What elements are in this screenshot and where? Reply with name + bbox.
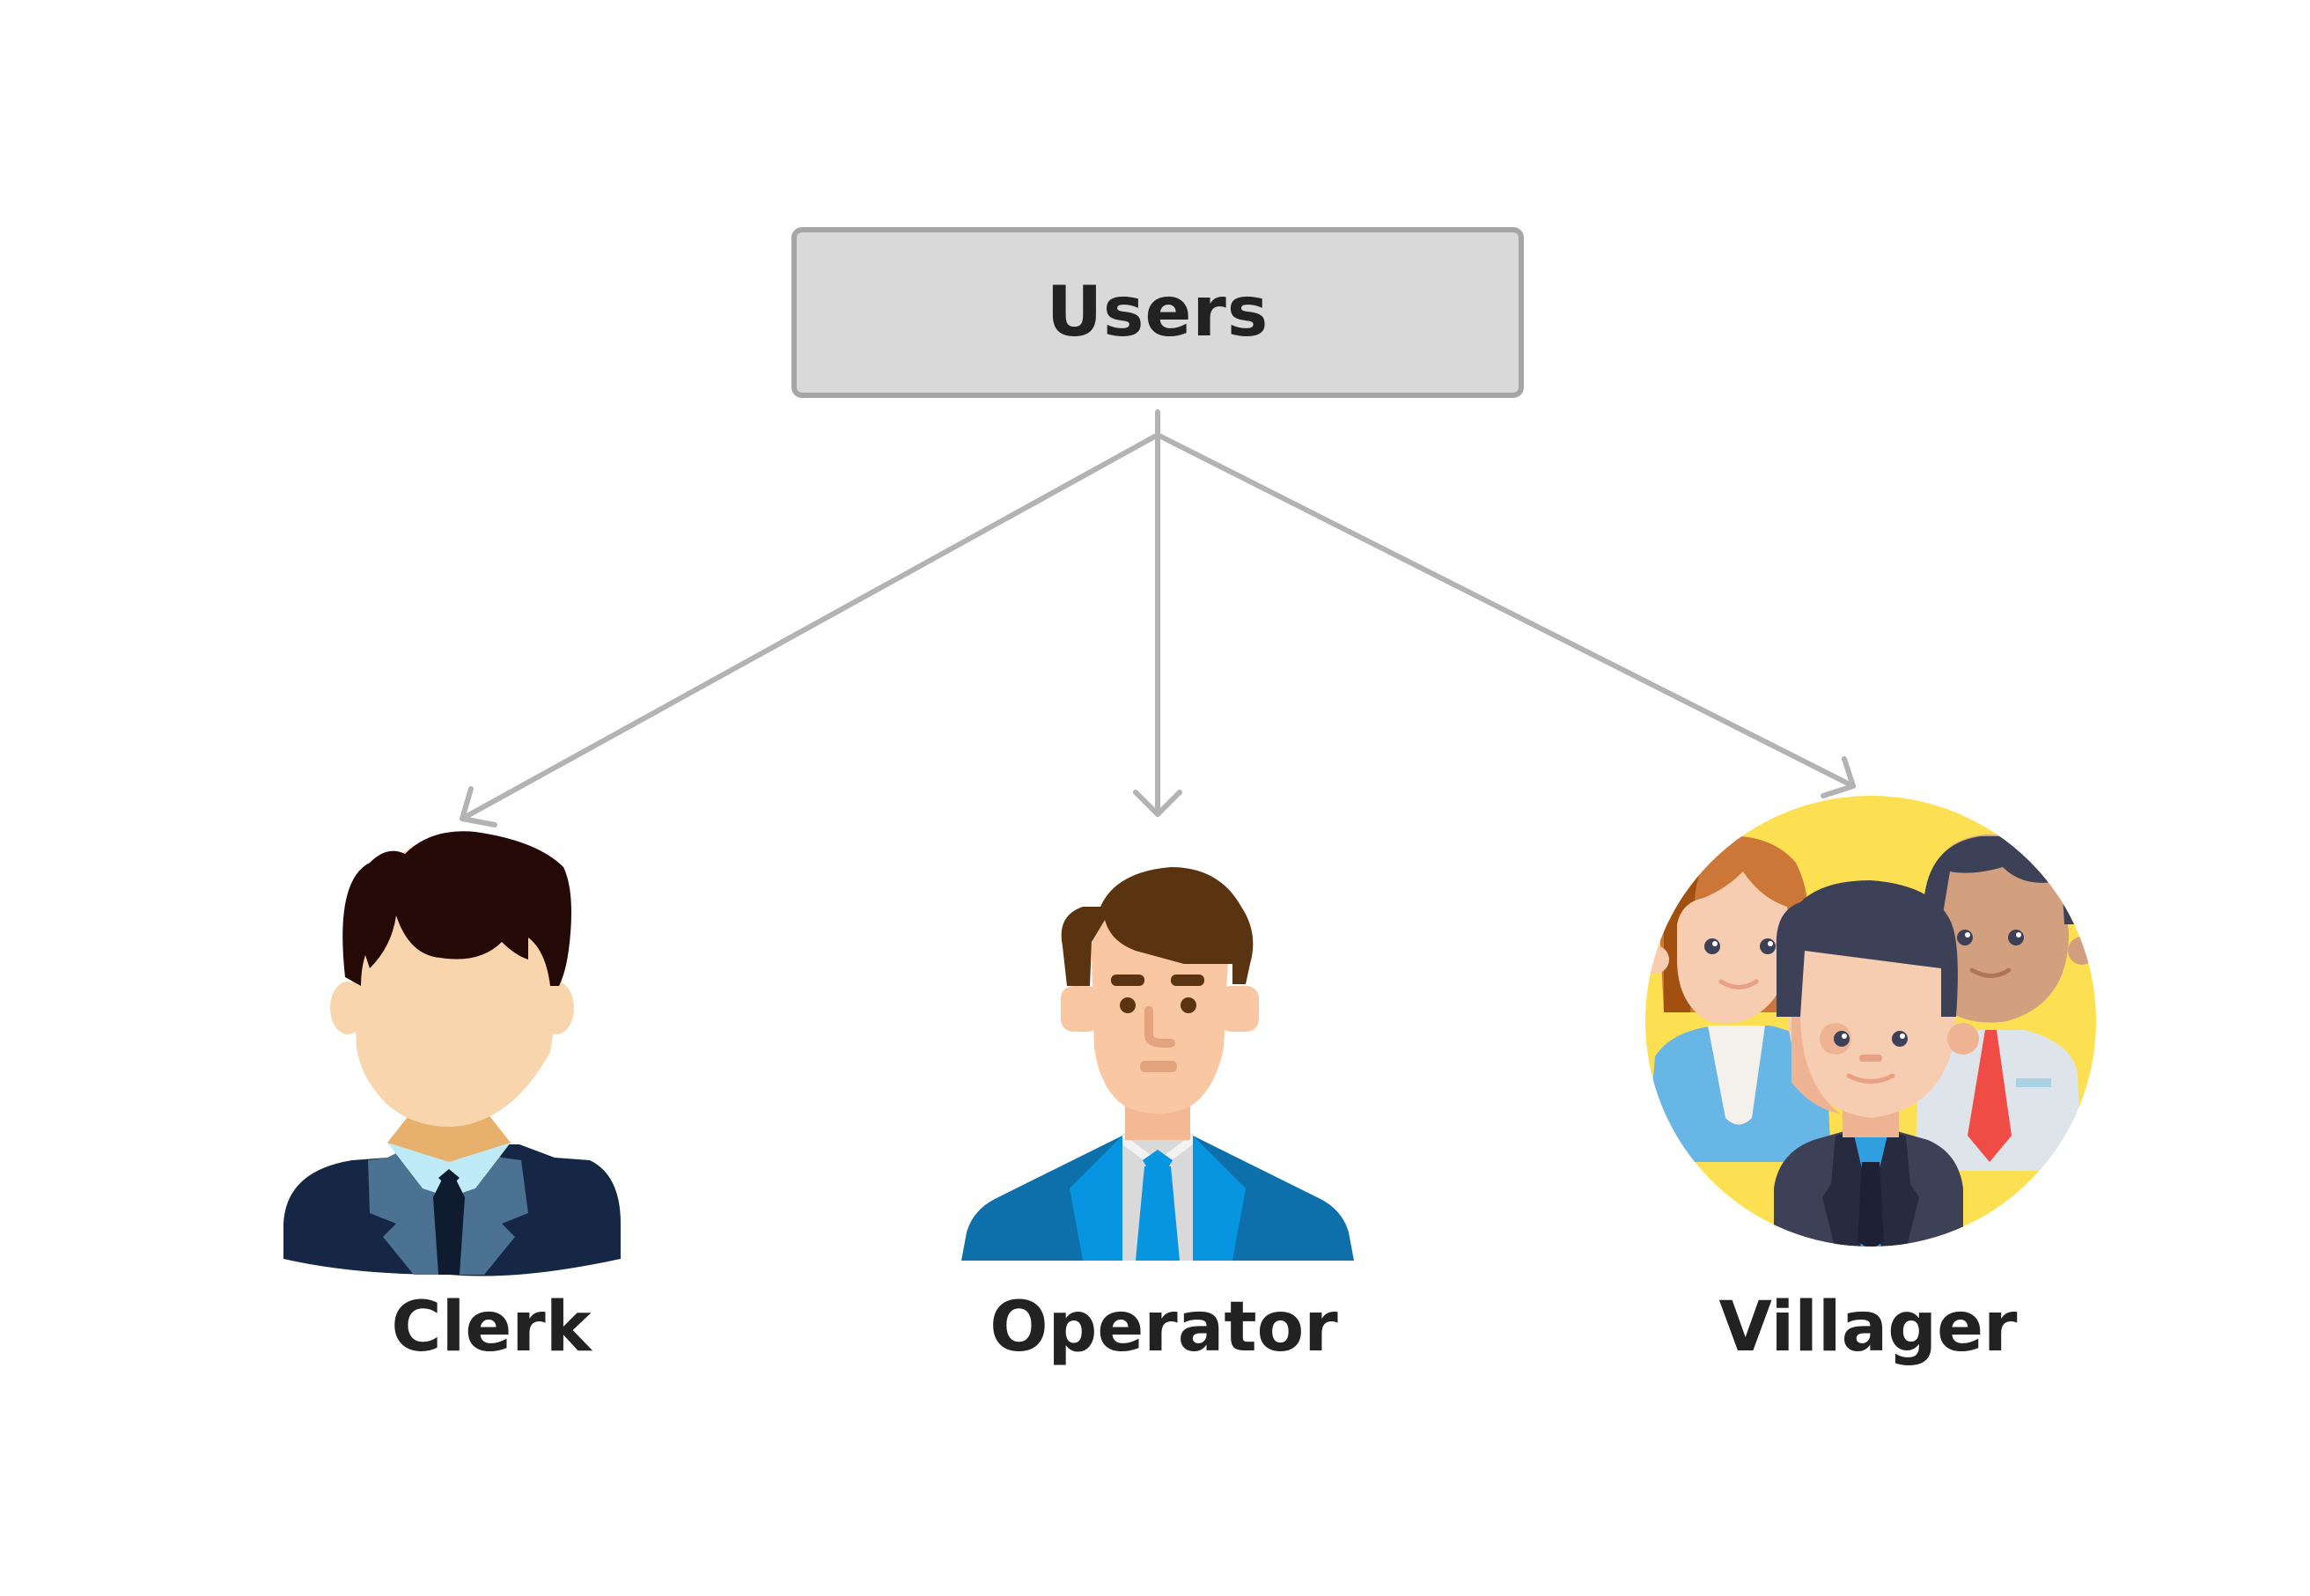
- operator-label: Operator: [989, 1288, 1338, 1367]
- clerk-avatar-icon: [283, 831, 621, 1276]
- villager-label: Villager: [1718, 1288, 2018, 1367]
- arrows: [460, 409, 1856, 827]
- villagers-group-icon: [1645, 796, 2096, 1247]
- arrow-to-operator: [1133, 432, 1182, 817]
- clerk-label: Clerk: [391, 1288, 592, 1367]
- arrow-to-villager: [1155, 432, 1856, 798]
- users-node: Users: [791, 227, 1524, 398]
- operator-avatar-icon: [961, 867, 1354, 1261]
- arrow-to-clerk: [460, 432, 1160, 827]
- users-node-label: Users: [1046, 273, 1269, 352]
